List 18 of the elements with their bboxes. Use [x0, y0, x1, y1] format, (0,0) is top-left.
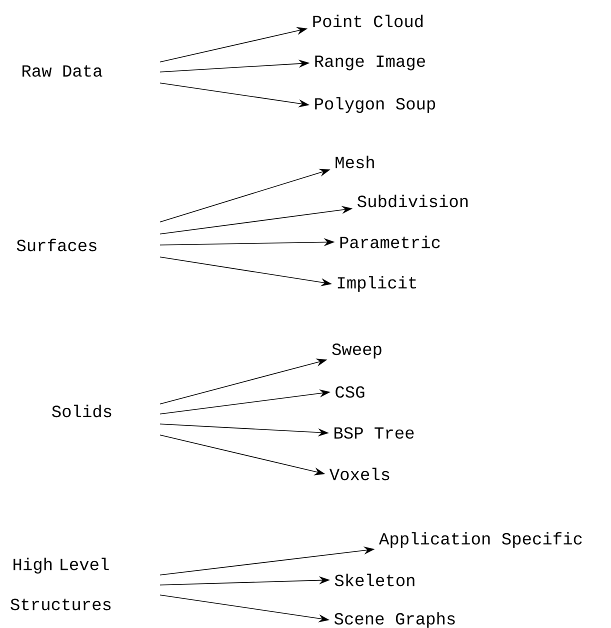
text-label: Range Image — [315, 56, 425, 70]
text-label: High Level Structures — [10, 558, 111, 610]
text-label: Implicit — [338, 276, 416, 292]
text-label: CSG — [336, 386, 364, 398]
text-label: Point Cloud — [313, 14, 423, 28]
text-label: Surfaces — [16, 238, 96, 252]
text-label: Raw Data — [22, 65, 102, 77]
text-label: Skeleton — [334, 574, 414, 586]
text-label: Application Specific — [378, 532, 582, 548]
text-label: Polygon Soup — [315, 97, 436, 113]
text-label: Scene Graphs — [334, 612, 455, 628]
text-label: Subdivision — [358, 194, 468, 208]
text-label: Mesh — [336, 156, 374, 168]
text-label: Parametric — [340, 236, 440, 248]
text-label: Voxels — [329, 468, 390, 480]
text-label: Solids — [52, 404, 112, 418]
text-label: Sweep — [332, 344, 382, 358]
text-label: BSP Tree — [334, 427, 414, 439]
